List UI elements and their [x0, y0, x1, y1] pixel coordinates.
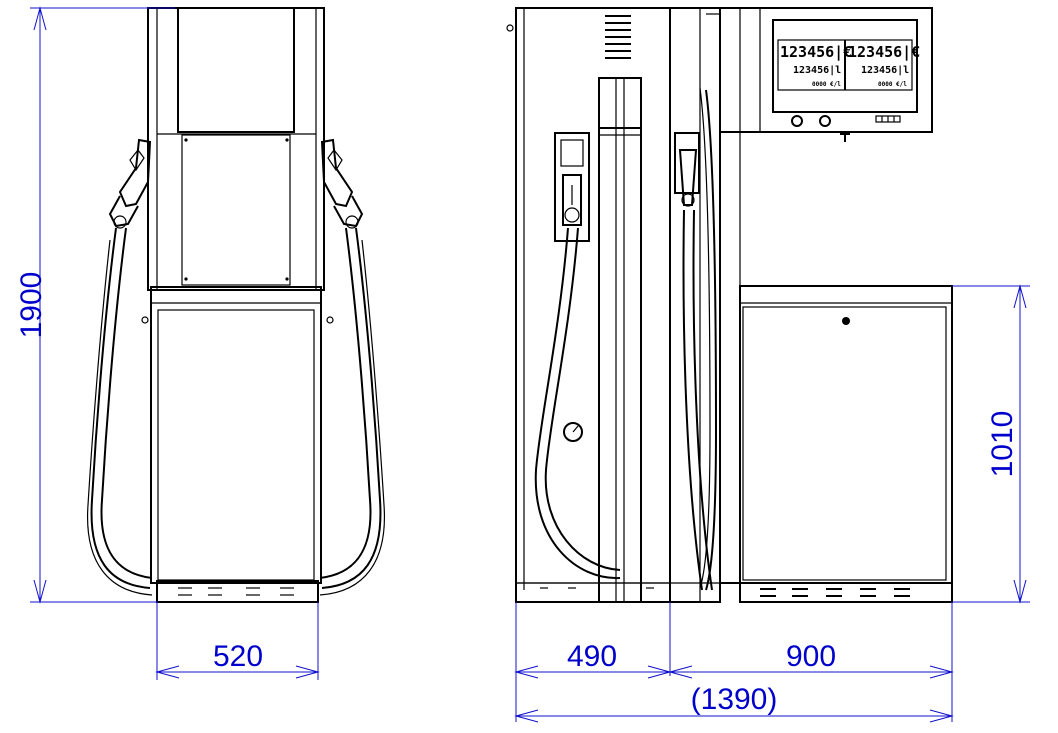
side-nozzle-right	[674, 132, 700, 207]
dimension-height-total-label: 1900	[15, 272, 48, 339]
dimension-width-front: 520	[155, 602, 320, 680]
side-plinth-vents	[760, 588, 910, 597]
display-left-volume: 123456|l	[793, 65, 841, 76]
side-view: 123456|€ 123456|l 0000 €/l 123456|€ 1234…	[506, 7, 953, 603]
front-right-nozzle	[320, 138, 364, 229]
display-left-amount: 123456|€	[780, 43, 852, 62]
side-display-housing	[719, 7, 933, 133]
dimension-height-cabinet: 1010	[952, 284, 1030, 604]
side-duct	[598, 77, 642, 603]
front-column	[147, 7, 325, 291]
front-right-hose	[319, 227, 386, 596]
side-second-column	[669, 7, 721, 603]
display-panel	[772, 19, 918, 113]
front-plinth	[156, 580, 319, 603]
side-hose-right	[682, 87, 718, 591]
dimension-height-total: 1900	[15, 6, 175, 604]
front-plinth-vents	[178, 587, 294, 596]
display-left-price: 0000 €/l	[812, 81, 841, 88]
display-left: 123456|€ 123456|l 0000 €/l	[780, 43, 852, 88]
dimension-depth-column: 490	[514, 602, 672, 722]
dimension-height-cabinet-label: 1010	[986, 411, 1019, 478]
front-base-cabinet	[150, 286, 322, 584]
side-base-cabinet	[739, 285, 953, 603]
display-right: 123456|€ 123456|l 0000 €/l	[848, 43, 920, 88]
front-left-hose	[86, 227, 153, 596]
front-upper-panel	[177, 7, 295, 133]
dimension-depth-cabinet-label: 900	[786, 640, 836, 673]
dimension-depth-total-label: (1390)	[691, 683, 778, 716]
cabinet-lock	[842, 317, 850, 325]
display-button-right	[819, 115, 831, 127]
display-right-price: 0000 €/l	[878, 81, 907, 88]
side-louvres	[605, 15, 631, 59]
display-right-volume: 123456|l	[861, 65, 909, 76]
front-inner-panel	[181, 134, 291, 286]
side-gauge	[563, 422, 583, 442]
dimension-depth-total: (1390)	[514, 683, 954, 723]
display-button-left	[791, 115, 803, 127]
dimension-depth-cabinet: 900	[668, 602, 954, 722]
display-right-amount: 123456|€	[848, 43, 920, 62]
front-view	[86, 7, 386, 603]
dimension-depth-column-label: 490	[567, 640, 617, 673]
front-left-nozzle	[108, 138, 152, 229]
dimension-width-front-label: 520	[213, 640, 263, 673]
side-nozzle-holder	[554, 132, 590, 242]
side-hose-left	[534, 227, 621, 580]
